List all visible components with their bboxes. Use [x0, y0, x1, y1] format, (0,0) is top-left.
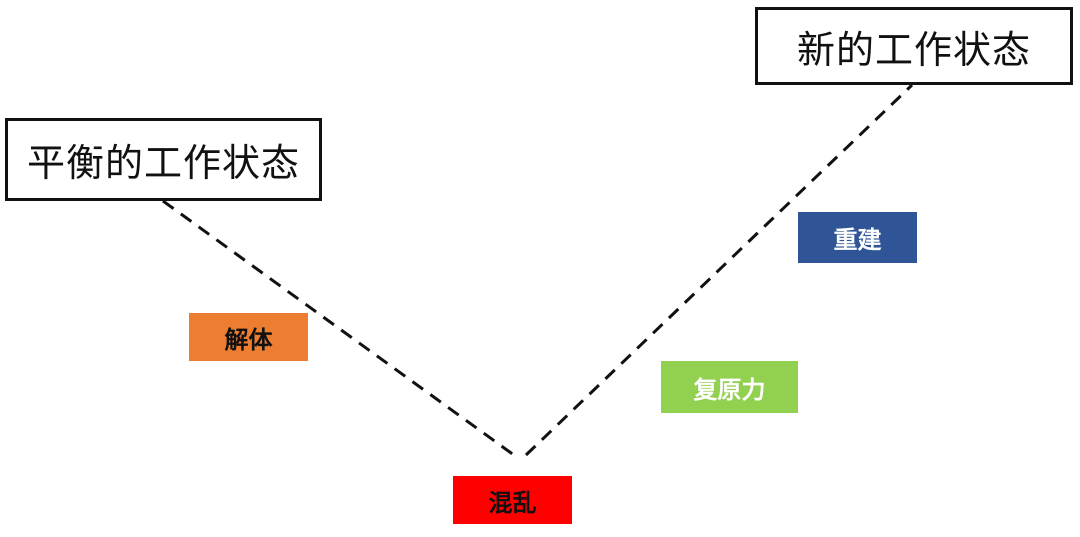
descent-dashed-line — [162, 199, 519, 460]
balanced-state-box: 平衡的工作状态 — [5, 118, 322, 201]
chaos-phase-tag: 混乱 — [453, 476, 572, 524]
chaos-phase-label: 混乱 — [488, 488, 537, 517]
rebuild-phase-tag: 重建 — [798, 212, 917, 263]
new-state-label: 新的工作状态 — [796, 27, 1031, 72]
rebuild-phase-label: 重建 — [833, 226, 882, 254]
resilience-phase-label: 复原力 — [693, 375, 766, 404]
new-state-box: 新的工作状态 — [755, 7, 1073, 85]
dissolve-phase-label: 解体 — [224, 325, 273, 354]
ascent-dashed-line — [524, 83, 914, 457]
resilience-phase-tag: 复原力 — [661, 361, 798, 413]
balanced-state-label: 平衡的工作状态 — [26, 141, 300, 185]
dissolve-phase-tag: 解体 — [189, 313, 308, 361]
